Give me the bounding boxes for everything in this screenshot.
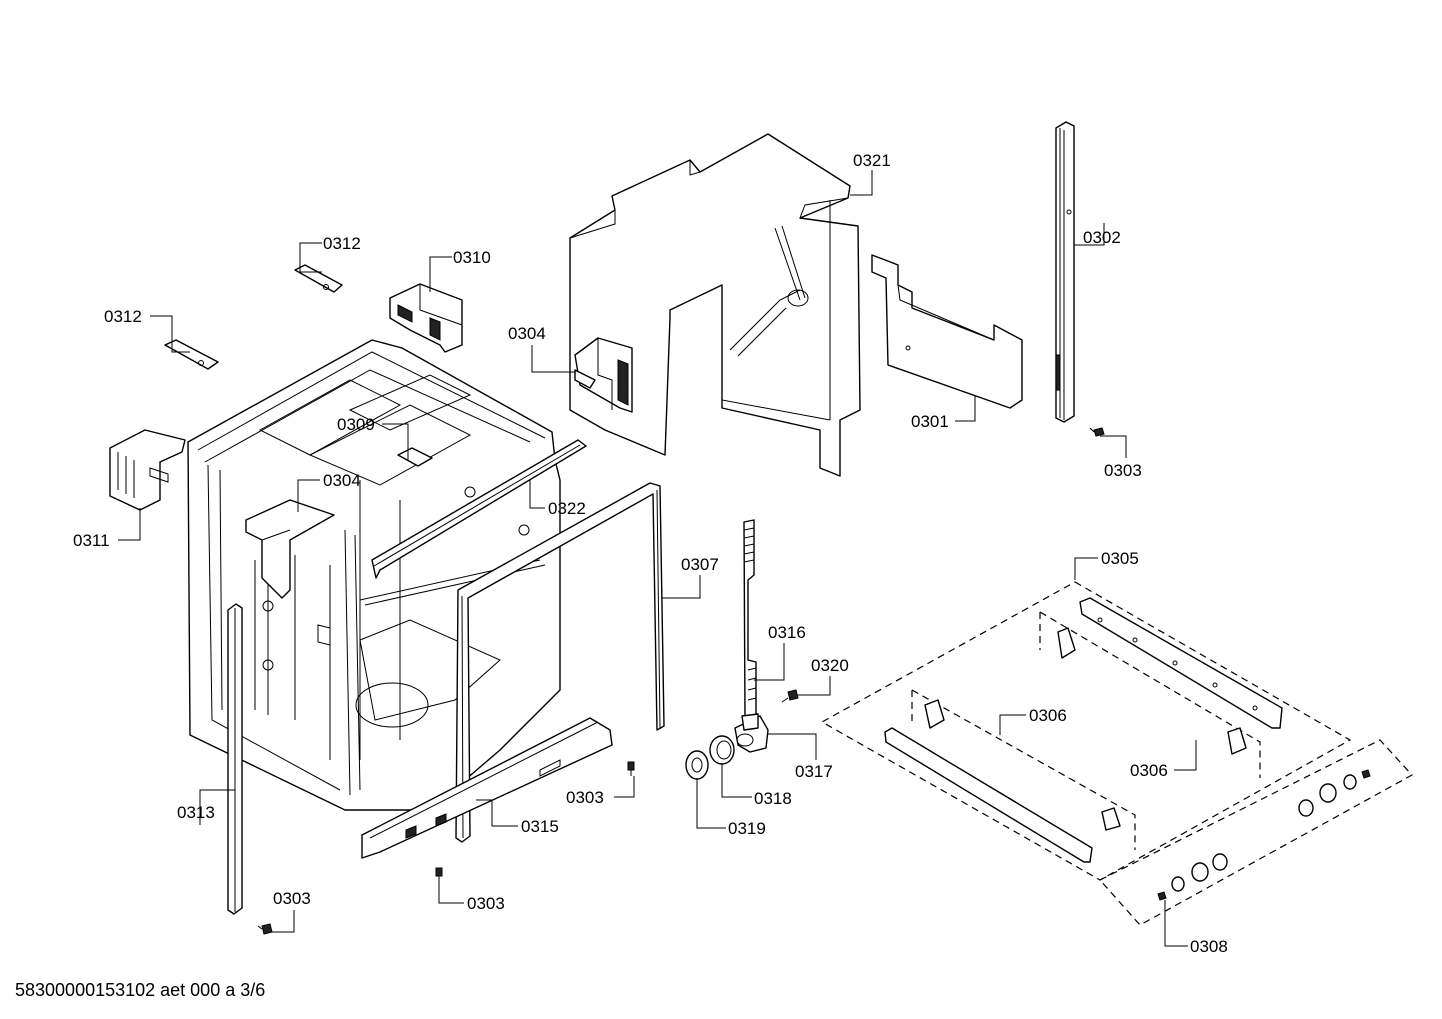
part-labels: 0321 0302 0312 0310 0312 0304 0301 0303 … (73, 151, 1228, 956)
label-0319: 0319 (728, 819, 766, 838)
part-0303-screw-left (257, 923, 273, 935)
part-0316-hose (743, 519, 757, 719)
label-0312-a: 0312 (323, 234, 361, 253)
part-0319-nut (685, 750, 709, 780)
part-0303-screw-bottom (435, 867, 443, 884)
part-0309-clip (397, 447, 433, 467)
label-0303-b: 0303 (566, 788, 604, 807)
label-0313: 0313 (177, 803, 215, 822)
part-0305-assembly-kit (820, 581, 1413, 926)
label-0306-a: 0306 (1029, 706, 1067, 725)
label-0303-d: 0303 (273, 889, 311, 908)
part-0315-base-strip (361, 717, 613, 859)
label-0306-b: 0306 (1130, 761, 1168, 780)
leader-lines (118, 170, 1197, 947)
part-0304-clip-upper (574, 337, 633, 413)
part-0301-bracket (871, 254, 1023, 409)
label-0312-b: 0312 (104, 307, 142, 326)
label-0303-a: 0303 (1104, 461, 1142, 480)
label-0307: 0307 (681, 555, 719, 574)
document-id: 58300000153102 aet 000 a 3/6 (15, 980, 266, 1000)
part-0317-fitting (734, 713, 769, 753)
part-0303-screw-right (1089, 427, 1105, 437)
part-0302-side-strip (1055, 121, 1075, 423)
part-0310-hinge-block (389, 283, 463, 353)
part-0318-ring (709, 735, 735, 765)
label-0317: 0317 (795, 762, 833, 781)
label-0309: 0309 (337, 415, 375, 434)
label-0315: 0315 (521, 817, 559, 836)
label-0301: 0301 (911, 412, 949, 431)
part-0320-screw (781, 689, 799, 703)
label-0316: 0316 (768, 623, 806, 642)
label-0322: 0322 (548, 499, 586, 518)
label-0302: 0302 (1083, 228, 1121, 247)
part-0322-rail (371, 439, 587, 579)
part-0312-clip-b (164, 339, 219, 370)
label-0320: 0320 (811, 656, 849, 675)
label-0308: 0308 (1190, 937, 1228, 956)
label-0318: 0318 (754, 789, 792, 808)
part-0313-side-strip (227, 603, 243, 915)
label-0321: 0321 (853, 151, 891, 170)
part-0303-screw-mid (627, 761, 635, 776)
label-0304-a: 0304 (508, 324, 546, 343)
part-0321-insulation-cover (569, 133, 861, 477)
label-0304-b: 0304 (323, 471, 361, 490)
label-0310: 0310 (453, 248, 491, 267)
part-0312-clip-a (294, 264, 343, 293)
part-0311-hinge-block (109, 429, 186, 511)
label-0303-c: 0303 (467, 894, 505, 913)
label-0311: 0311 (73, 531, 110, 550)
part-0304-clip-lower (245, 499, 335, 599)
label-0305: 0305 (1101, 549, 1139, 568)
